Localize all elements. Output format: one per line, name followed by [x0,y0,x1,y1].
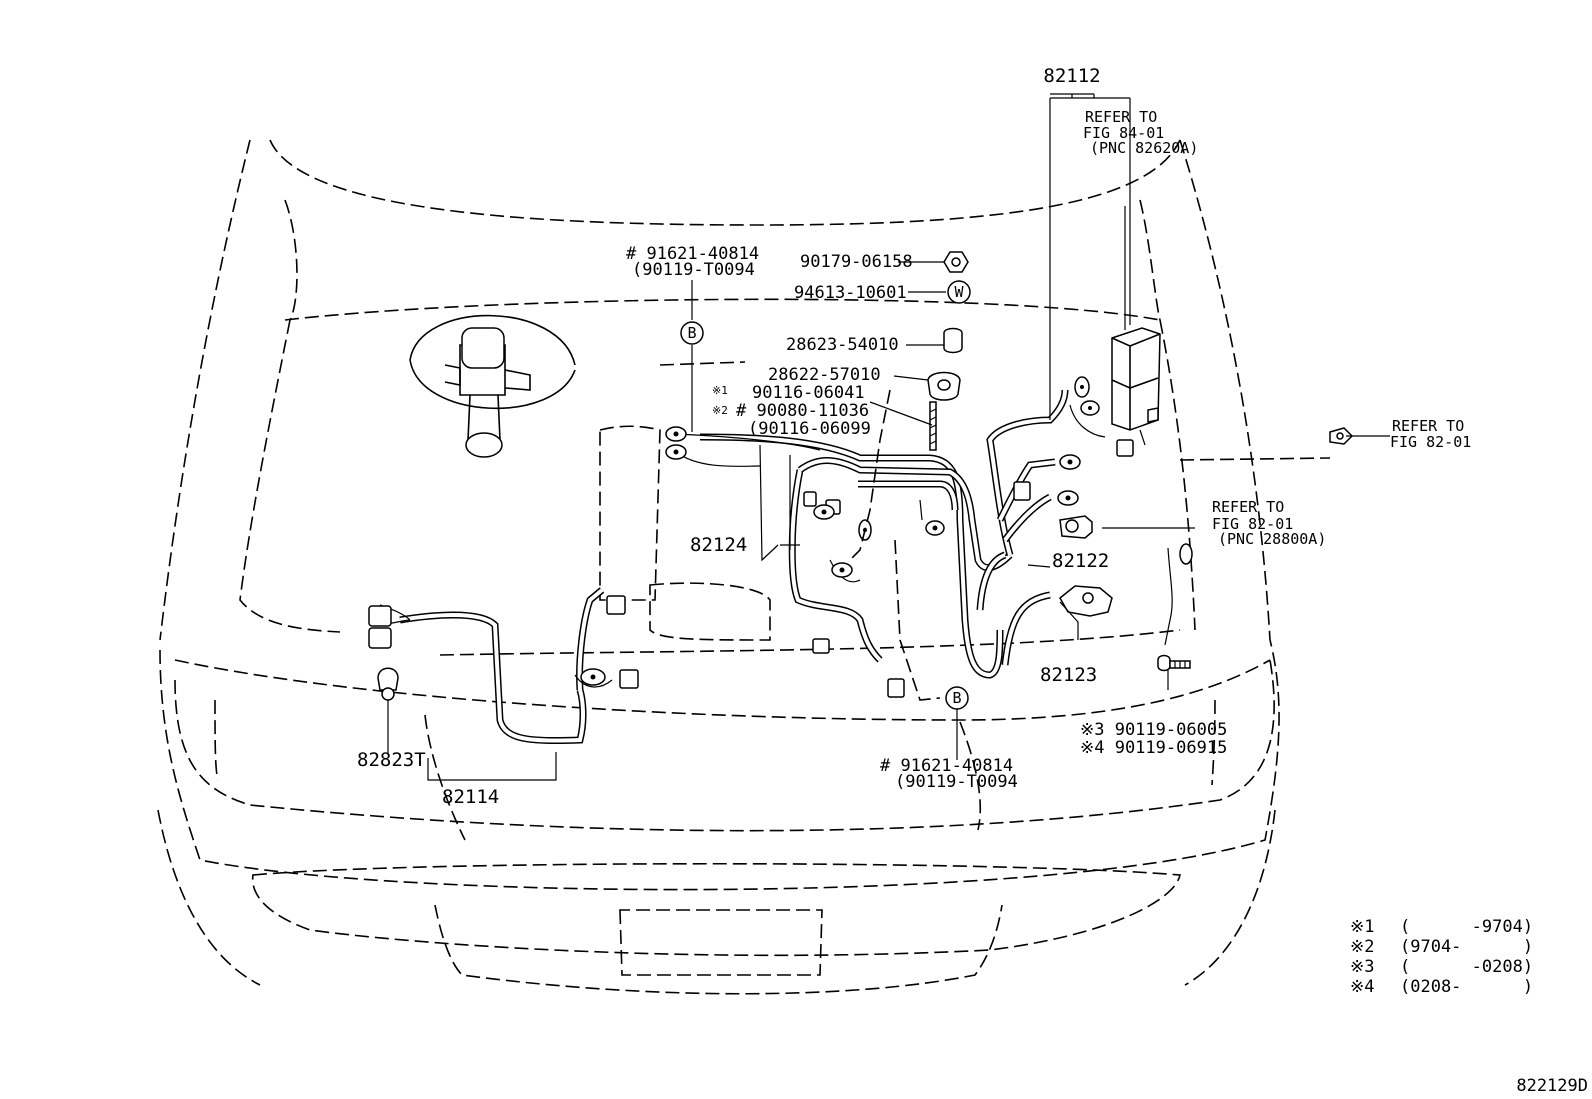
note-mark-2: ※2 [1350,937,1374,957]
note-mark-3: ※3 [1350,957,1374,977]
label-refer-28800-line1: REFER TO [1212,498,1284,516]
label-top-b-line2: (90119-T0094 [632,260,755,280]
label-refer-84-line2: FIG 84-01 [1083,124,1164,142]
marker-b-top: B [680,321,704,345]
note-range-4: (0208- ) [1400,977,1533,997]
label-82112: 82112 [1043,65,1100,87]
diagram-id: 822129D [1516,1076,1588,1096]
label-refer-82-01-line1: REFER TO [1392,417,1464,435]
label-refer-84-line3: (PNC 82620A) [1090,139,1198,157]
marker-b-bottom: B [945,686,969,710]
label-82122: 82122 [1052,550,1109,572]
svg-text:W: W [954,283,964,301]
connectors [368,376,1193,701]
label-90080-11036: # 90080-11036 [736,401,869,421]
fasteners [927,251,1354,672]
label-90116-06099: (90116-06099 [748,419,871,439]
label-82114: 82114 [442,786,499,808]
vehicle-body-outline [157,139,1280,995]
label-top-b-line1: # 91621-40814 [626,244,759,264]
svg-text:B: B [952,689,961,707]
label-90119-06915: ※4 90119-06915 [1080,738,1227,758]
note-range-1: ( -9704) [1400,917,1533,937]
label-refer-84-line1: REFER TO [1085,108,1157,126]
relay-box [1111,327,1161,431]
part-labels: 82112 REFER TO FIG 84-01 (PNC 82620A) RE… [357,65,1471,808]
svg-text:B: B [687,324,696,342]
brake-booster [409,314,576,458]
label-82123: 82123 [1040,664,1097,686]
label-28623-54010: 28623-54010 [786,335,899,355]
note-mark-1: ※1 [1350,917,1374,937]
wire-harness [399,389,1069,745]
label-82124: 82124 [690,534,747,556]
label-82823T: 82823T [357,749,426,771]
marker-w: W [947,280,971,304]
label-94613-10601: 94613-10601 [794,283,907,303]
note-range-3: ( -0208) [1400,957,1533,977]
label-note2-mark: ※2 [712,404,728,417]
label-bottom-b-line1: # 91621-40814 [880,756,1013,776]
label-refer-28800-line2: FIG 82-01 [1212,515,1293,533]
label-bottom-b-line2: (90119-T0094 [895,772,1018,792]
label-90116-06041: 90116-06041 [752,383,865,403]
label-90119-06005: ※3 90119-06005 [1080,720,1227,740]
note-range-2: (9704- ) [1400,937,1533,957]
label-refer-82-01-line2: FIG 82-01 [1390,433,1471,451]
label-28622-57010: 28622-57010 [768,365,881,385]
label-refer-28800-line3: (PNC 28800A) [1218,530,1326,548]
note-mark-4: ※4 [1350,977,1374,997]
notes-legend: ※1 ( -9704) ※2 (9704- ) ※3 ( -0208) ※4 (… [1350,917,1533,997]
label-note1-mark: ※1 [712,384,728,397]
leader-lines [387,93,1390,781]
label-90179-06158: 90179-06158 [800,252,913,272]
